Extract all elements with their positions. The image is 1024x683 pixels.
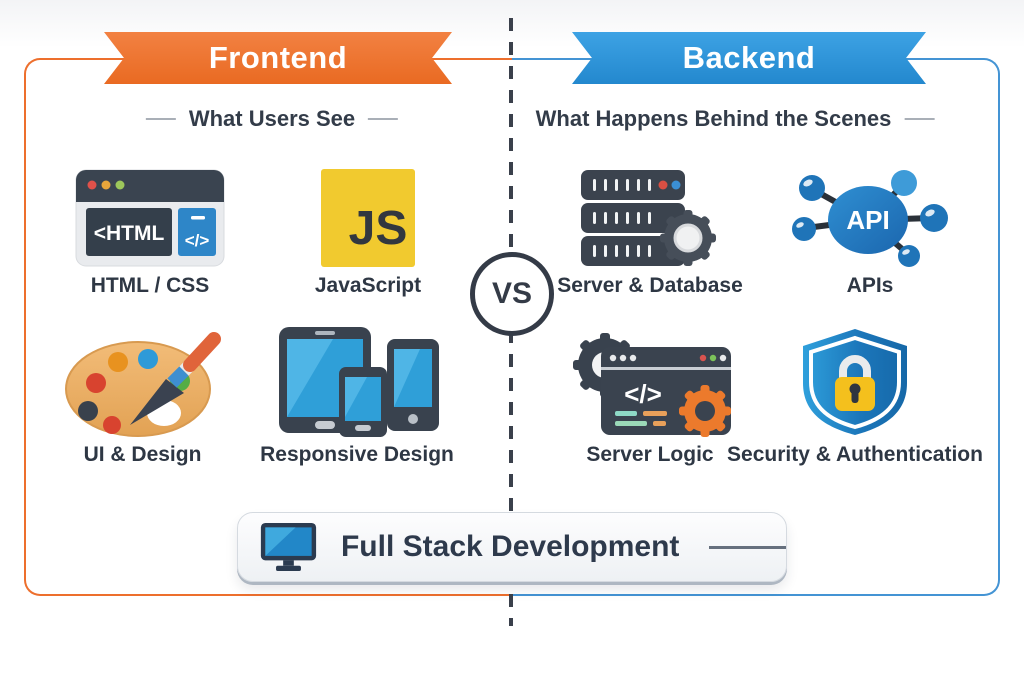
api-text: API [846,205,889,235]
paint-dots-icon [78,349,190,434]
item-ui-design: UI & Design [40,325,245,467]
item-html-css: <HTML </> HTML / CSS [50,168,250,298]
vs-badge: VS [470,252,554,336]
item-server-database: Server & Database [545,168,755,298]
paintbrush-icon [130,332,221,425]
item-label: Server Logic [586,443,714,466]
item-security-authentication: Security & Authentication [725,325,985,467]
shield-lock-icon [802,329,907,435]
api-network-icon: API [792,170,948,267]
code-lines-icon [614,411,667,426]
item-apis: API APIs [765,168,975,298]
item-responsive-design: Responsive Design [237,325,477,467]
item-server-logic: </> Server Logic [545,325,755,467]
item-label: HTML / CSS [90,274,210,297]
devices-icon [278,327,439,437]
html-tag-text: <HTML [94,222,165,245]
frontend-ribbon-banner: Frontend [104,32,452,84]
backend-subtitle-text: What Happens Behind the Scenes [535,106,892,131]
browser-dots-icon [87,180,125,190]
gear-icon [660,210,716,266]
phone-front-icon [338,367,387,437]
js-icon: JS [321,169,415,267]
server-logic-icon: </> [572,333,731,437]
full-stack-label: Full Stack Development [340,530,680,563]
server-database-icon [581,170,716,266]
browser-html-icon: <HTML </> [75,169,225,267]
frontend-subtitle-text: What Users See [188,106,356,131]
subtitle-dash-right [368,118,399,120]
js-text: JS [349,202,408,255]
code-glyph-text: </> [624,379,662,409]
phone-right-icon [386,339,439,431]
palette-icon [65,332,221,437]
monitor-icon [260,522,317,572]
backend-title: Backend [682,40,816,75]
item-label: APIs [846,274,894,297]
item-javascript: JS JavaScript [268,168,468,298]
item-label: Server & Database [557,274,743,297]
backend-subtitle: What Happens Behind the Scenes [536,106,935,132]
code-glyph-text: </> [185,231,210,250]
full-stack-bar: Full Stack Development [237,512,787,582]
frontend-subtitle: What Users See [145,106,399,132]
full-stack-dash [709,545,786,549]
item-label: JavaScript [314,274,422,297]
vs-text: VS [491,277,533,310]
gear-front-icon [678,385,731,437]
frontend-title: Frontend [208,40,348,75]
backend-ribbon-banner: Backend [572,32,926,84]
lock-icon [834,355,875,411]
item-label: Responsive Design [260,443,454,466]
subtitle-dash-left [145,118,176,120]
subtitle-dash-right [904,118,935,120]
item-label: Security & Authentication [727,443,983,466]
item-label: UI & Design [83,443,202,466]
